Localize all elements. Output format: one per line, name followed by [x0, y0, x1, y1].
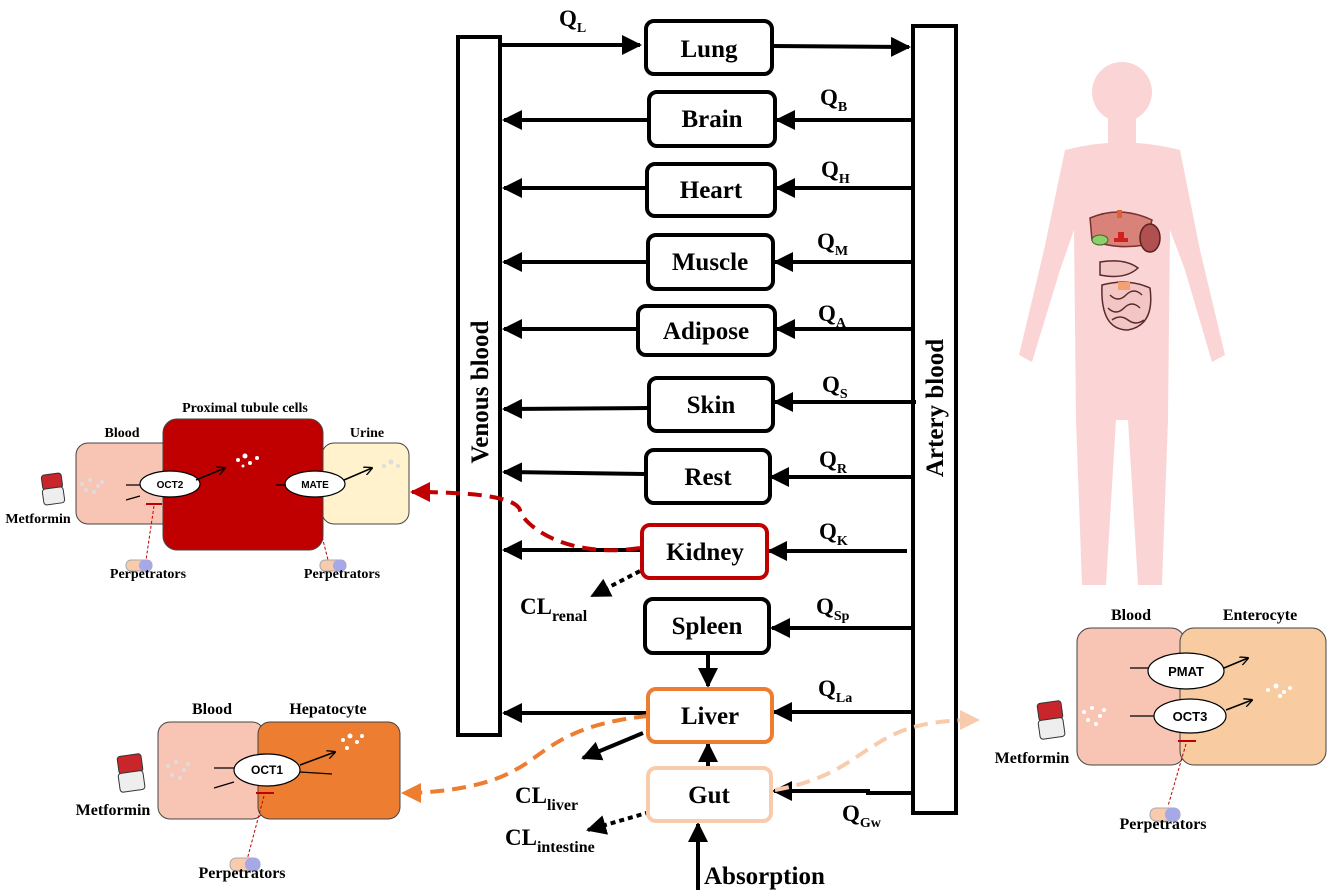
kidney-metformin-label: Metformin — [5, 512, 71, 527]
flow-heart-label: QH — [821, 157, 850, 187]
organ-liver: Liver — [646, 687, 774, 744]
cl-intestine-label: CLintestine — [505, 825, 595, 856]
gut-blood-compartment — [1076, 627, 1186, 766]
flow-lung-label: QL — [559, 6, 586, 36]
liver-perpetrators-label: Perpetrators — [198, 865, 285, 882]
perpetrator-capsule-icon-gut — [1149, 807, 1181, 822]
organ-kidney-label: Kidney — [666, 539, 744, 566]
arrow-artery-to-gut — [772, 781, 913, 801]
human-body-silhouette — [1019, 62, 1225, 585]
gut-enterocyte-title: Enterocyte — [1223, 607, 1297, 624]
clearance-labels: CLrenal CLliver CLintestine Absorption — [505, 594, 825, 890]
gut-transport-panel: Blood Enterocyte PMAT OCT3 Metformin Per… — [995, 607, 1327, 833]
gut-perpetrators-label: Perpetrators — [1119, 816, 1206, 833]
oct2-label: OCT2 — [157, 480, 184, 491]
metformin-pill-icon-liver — [116, 753, 146, 793]
pmat-transporter — [1147, 652, 1225, 690]
perpetrator-capsule-icon-liver — [229, 857, 261, 872]
organ-gut: Gut — [646, 766, 773, 823]
gut-blood-title: Blood — [1111, 607, 1151, 624]
blood-molecules-kidney — [80, 478, 104, 494]
absorption-label: Absorption — [704, 863, 825, 890]
cl-renal-label: CLrenal — [520, 594, 588, 625]
organ-skin: Skin — [647, 376, 775, 433]
organ-liver-label: Liver — [681, 703, 739, 730]
flow-gut-label: QGw — [842, 801, 882, 831]
liver-panel-connector — [401, 714, 649, 803]
liver-hepatocyte-title: Hepatocyte — [289, 701, 366, 718]
kidney-blood-title: Blood — [104, 426, 139, 441]
arrow-liver-clearance — [581, 731, 644, 761]
organ-lung: Lung — [644, 19, 774, 76]
arrow-rest-to-venous — [502, 462, 646, 483]
venous-blood-label: Venous blood — [467, 320, 494, 463]
organ-heart-label: Heart — [680, 177, 743, 204]
flow-brain-label: QB — [820, 85, 847, 115]
organ-skin-label: Skin — [687, 392, 736, 419]
flow-muscle-label: QM — [817, 229, 848, 259]
kidney-panel-connector — [410, 482, 641, 553]
artery-blood-label: Artery blood — [922, 339, 949, 477]
enterocyte-compartment — [1179, 627, 1327, 766]
cl-liver-label: CLliver — [515, 783, 578, 814]
organ-adipose: Adipose — [636, 304, 777, 357]
flow-arrows — [500, 35, 916, 890]
organ-adipose-label: Adipose — [663, 318, 749, 345]
organ-muscle: Muscle — [646, 233, 775, 291]
kidney-transport-panel: Proximal tubule cells Blood Urine OCT2 M… — [5, 401, 410, 582]
oct3-label: OCT3 — [1173, 709, 1208, 724]
venous-blood-bar — [456, 35, 502, 737]
organ-rest: Rest — [644, 448, 772, 505]
organ-heart: Heart — [645, 162, 777, 218]
kidney-perpetrators-left-label: Perpetrators — [110, 567, 187, 582]
organ-kidney: Kidney — [640, 523, 769, 580]
organ-brain-label: Brain — [681, 106, 742, 133]
organ-muscle-label: Muscle — [672, 249, 748, 276]
kidney-molecules — [236, 453, 259, 468]
oct2-transporter — [139, 470, 201, 498]
perpetrator-capsule-icon-kidney-right — [319, 559, 347, 572]
flow-spleen-label: QSp — [816, 594, 850, 624]
flow-adipose-label: QA — [818, 301, 847, 331]
flow-skin-label: QS — [822, 372, 848, 402]
arrow-intestine-clearance — [586, 810, 651, 835]
arrow-skin-to-venous — [502, 398, 649, 419]
liver-metformin-label: Metformin — [76, 802, 151, 819]
flow-kidney-label: QK — [819, 519, 848, 549]
arrow-lung-to-artery — [772, 36, 911, 57]
flow-labels: QL QB QH QM QA QS QR QK QSp QLa QGw — [559, 6, 882, 831]
organ-brain: Brain — [647, 90, 777, 148]
blood-molecules-liver — [166, 760, 190, 780]
artery-blood-bar — [911, 24, 958, 815]
liver-blood-title: Blood — [192, 701, 232, 718]
urine-molecules — [382, 459, 400, 468]
hepatocyte-molecules — [341, 733, 364, 750]
perpetrator-capsule-icon-kidney-left — [125, 559, 153, 572]
kidney-urine-title: Urine — [350, 426, 384, 441]
organ-gut-label: Gut — [688, 782, 730, 809]
liver-transport-panel: Blood Hepatocyte OCT1 Metformin Perpetra… — [76, 701, 401, 882]
gut-metformin-label: Metformin — [995, 750, 1070, 767]
arrow-renal-clearance — [590, 569, 641, 598]
blood-molecules-gut — [1082, 706, 1106, 726]
organ-lung-label: Lung — [681, 36, 738, 63]
kidney-perpetrators-right-label: Perpetrators — [304, 567, 381, 582]
gut-panel-connector — [774, 710, 980, 792]
metformin-pill-icon-gut — [1036, 700, 1066, 740]
metformin-pill-icon-kidney — [40, 472, 66, 506]
enterocyte-molecules — [1266, 683, 1292, 698]
organ-rest-label: Rest — [684, 464, 732, 491]
flow-rest-label: QR — [819, 447, 848, 477]
oct1-label: OCT1 — [251, 763, 283, 777]
kidney-panel-title: Proximal tubule cells — [182, 401, 308, 416]
mate-transporter — [284, 470, 346, 498]
flow-liver-label: QLa — [818, 676, 852, 706]
oct1-transporter — [233, 753, 301, 787]
mate-label: MATE — [301, 480, 329, 491]
organ-spleen: Spleen — [643, 597, 771, 655]
internal-organs-icon — [1089, 210, 1161, 331]
organ-spleen-label: Spleen — [672, 613, 743, 640]
pmat-label: PMAT — [1168, 664, 1204, 679]
